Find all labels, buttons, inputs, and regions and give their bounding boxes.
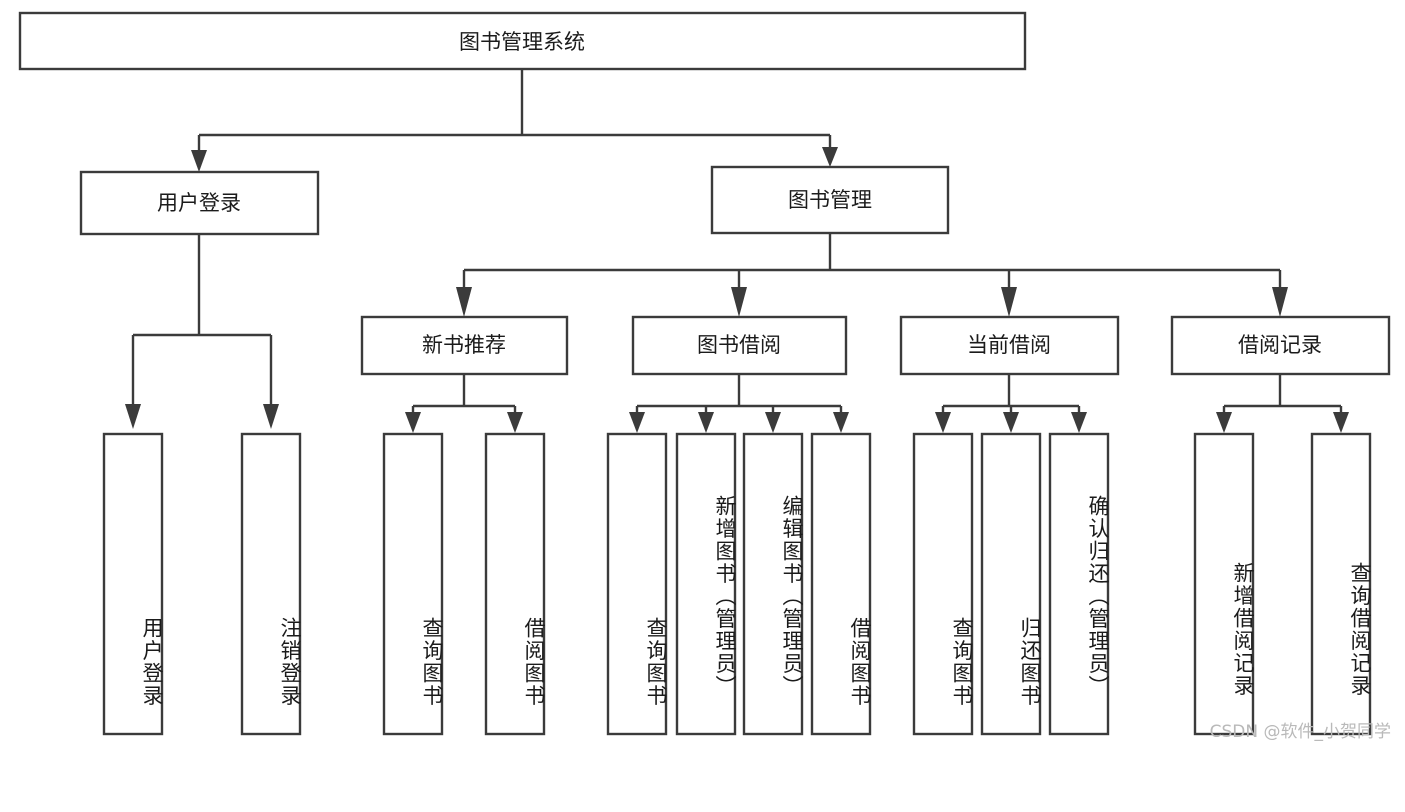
node-borrow-record-label: 借阅记录	[1238, 333, 1322, 357]
arrow-to-bb-leaf-4	[833, 412, 849, 433]
node-book-borrow[interactable]	[631, 315, 848, 376]
arrow-to-bb-leaf-1	[629, 412, 645, 433]
arrow-to-nbr-leaf-1	[405, 412, 421, 433]
arrow-to-nbr-leaf-2	[507, 412, 523, 433]
leaf-box-nbr-query-book[interactable]	[382, 432, 444, 736]
book-management-system-diagram: 图书管理系统 用户登录 图书管理 新书推荐	[18, 11, 1391, 742]
leaf-box-cb-query-book[interactable]	[912, 432, 974, 736]
watermark-text: CSDN @软件_小贺同学	[1209, 722, 1391, 742]
leaf-box-bb-query-book[interactable]	[606, 432, 668, 736]
arrow-to-new-book-recommend	[456, 287, 472, 317]
arrow-to-bb-leaf-3	[765, 412, 781, 433]
node-user-login-label: 用户登录	[157, 191, 241, 215]
node-current-borrow[interactable]	[899, 315, 1120, 376]
leaf-box-nbr-borrow-book[interactable]	[484, 432, 546, 736]
leaf-box-bb-add-book[interactable]	[675, 432, 737, 736]
node-borrow-record[interactable]	[1170, 315, 1391, 376]
leaf-box-br-query-record[interactable]	[1310, 432, 1372, 736]
arrow-to-bb-leaf-2	[698, 412, 714, 433]
arrow-to-book-management	[822, 147, 838, 167]
arrow-to-borrow-record	[1272, 287, 1288, 317]
arrow-to-cb-leaf-1	[935, 412, 951, 433]
arrow-to-br-leaf-1	[1216, 412, 1232, 433]
leaf-box-cb-return-book[interactable]	[980, 432, 1042, 736]
node-root[interactable]	[18, 11, 1027, 71]
arrow-to-cb-leaf-2	[1003, 412, 1019, 433]
node-book-borrow-label: 图书借阅	[697, 333, 781, 357]
arrow-to-book-borrow	[731, 287, 747, 317]
diagram-canvas: 图书管理系统 用户登录 图书管理 新书推荐	[18, 11, 1391, 736]
node-root-label: 图书管理系统	[459, 30, 585, 54]
leaf-box-cb-confirm-return[interactable]	[1048, 432, 1110, 736]
node-new-book-recommend-label: 新书推荐	[422, 333, 506, 357]
leaf-box-user-login[interactable]	[102, 432, 164, 736]
leaf-box-bb-edit-book[interactable]	[742, 432, 804, 736]
node-current-borrow-label: 当前借阅	[967, 333, 1051, 357]
arrow-to-user-login	[191, 150, 207, 172]
leaf-box-bb-borrow-book[interactable]	[810, 432, 872, 736]
node-book-management-label: 图书管理	[788, 188, 872, 212]
arrow-to-leaf-logout	[263, 404, 279, 429]
arrow-to-br-leaf-2	[1333, 412, 1349, 433]
node-new-book-recommend[interactable]	[360, 315, 569, 376]
leaf-box-br-add-record[interactable]	[1193, 432, 1255, 736]
leaf-box-logout[interactable]	[240, 432, 302, 736]
arrow-to-cb-leaf-3	[1071, 412, 1087, 433]
node-book-management[interactable]	[710, 165, 950, 235]
arrow-to-current-borrow	[1001, 287, 1017, 317]
arrow-to-leaf-user-login	[125, 404, 141, 429]
